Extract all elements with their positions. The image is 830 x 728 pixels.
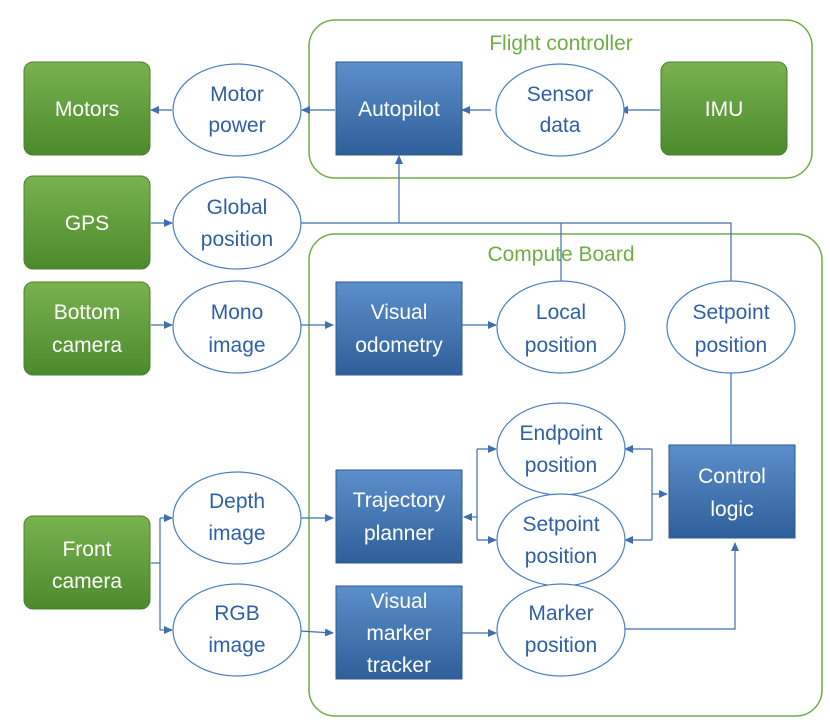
setpoint-position-top-ellipse: Setpoint position	[666, 280, 796, 374]
gps-label: GPS	[65, 212, 109, 235]
visual-odometry-label-line2: odometry	[355, 334, 443, 357]
sensor-data-ellipse: Sensor data	[495, 63, 625, 157]
trajectory-planner-label-line1: Trajectory	[353, 489, 446, 512]
control-logic-label-line2: logic	[710, 498, 753, 521]
rgb-image-label-line1: RGB	[214, 602, 260, 625]
endpoint-position-label-line1: Endpoint	[520, 422, 603, 445]
mono-image-label-line1: Mono	[211, 301, 264, 324]
motors-label: Motors	[55, 98, 119, 121]
autopilot-label: Autopilot	[358, 98, 440, 121]
marker-position-label-line2: position	[525, 634, 597, 657]
front-camera-label-line2: camera	[52, 570, 122, 593]
motor-power-ellipse: Motor power	[172, 63, 302, 157]
marker-position-ellipse: Marker position	[496, 583, 626, 677]
front-camera-label-line1: Front	[62, 538, 111, 561]
local-position-label-line2: position	[525, 334, 597, 357]
sensor-data-label-line1: Sensor	[527, 83, 594, 106]
imu-label: IMU	[705, 98, 744, 121]
mono-image-ellipse: Mono image	[172, 280, 302, 374]
depth-image-ellipse: Depth image	[172, 471, 302, 565]
setpoint-position-top-label-line1: Setpoint	[692, 301, 769, 324]
rgb-image-label-line2: image	[208, 634, 265, 657]
visual-odometry-box: Visual odometry	[335, 281, 463, 376]
motor-power-label-line1: Motor	[210, 83, 264, 106]
visual-odometry-label-line1: Visual	[371, 301, 428, 324]
line-setpoint-to-autopilot	[300, 222, 732, 300]
visual-marker-tracker-box: Visual marker tracker	[335, 585, 463, 680]
marker-position-label-line1: Marker	[528, 602, 593, 625]
motors-box: Motors	[23, 61, 151, 156]
front-camera-box: Front camera	[23, 515, 151, 610]
arrow-rgb-image-to-marker-tracker	[299, 628, 334, 637]
control-logic-label-line1: Control	[698, 465, 766, 488]
flight-controller-title: Flight controller	[489, 32, 633, 55]
setpoint-position-top-label-line2: position	[695, 334, 767, 357]
imu-box: IMU	[660, 61, 788, 156]
bottom-camera-label-line2: camera	[52, 334, 122, 357]
setpoint-position-mid-label-line2: position	[525, 545, 597, 568]
autopilot-box: Autopilot	[335, 61, 463, 156]
global-position-label-line1: Global	[207, 196, 268, 219]
gps-box: GPS	[23, 175, 151, 270]
flight-controller-container: Flight controller	[308, 19, 813, 179]
global-position-ellipse: Global position	[172, 176, 302, 270]
trajectory-planner-label-line2: planner	[364, 522, 434, 545]
setpoint-position-mid-label-line1: Setpoint	[522, 513, 599, 536]
rgb-image-ellipse: RGB image	[172, 583, 302, 677]
arrow-marker-position-to-control-logic	[625, 542, 739, 630]
local-position-label-line1: Local	[536, 301, 586, 324]
setpoint-position-mid-ellipse: Setpoint position	[496, 493, 626, 587]
control-logic-box: Control logic	[668, 444, 796, 539]
sensor-data-label-line2: data	[540, 114, 581, 137]
endpoint-position-ellipse: Endpoint position	[496, 402, 626, 496]
connectors	[150, 106, 739, 637]
trajectory-planner-box: Trajectory planner	[335, 469, 463, 564]
depth-image-label-line1: Depth	[209, 490, 265, 513]
bottom-camera-label-line1: Bottom	[54, 301, 121, 324]
bottom-camera-box: Bottom camera	[23, 281, 151, 376]
endpoint-position-label-line2: position	[525, 454, 597, 477]
depth-image-label-line2: image	[208, 522, 265, 545]
visual-marker-tracker-label-line2: marker	[366, 622, 431, 645]
motor-power-label-line2: power	[208, 114, 265, 137]
visual-marker-tracker-label-line1: Visual	[371, 590, 428, 613]
mono-image-label-line2: image	[208, 334, 265, 357]
visual-marker-tracker-label-line3: tracker	[367, 654, 431, 677]
global-position-label-line2: position	[201, 228, 273, 251]
local-position-ellipse: Local position	[496, 280, 626, 374]
